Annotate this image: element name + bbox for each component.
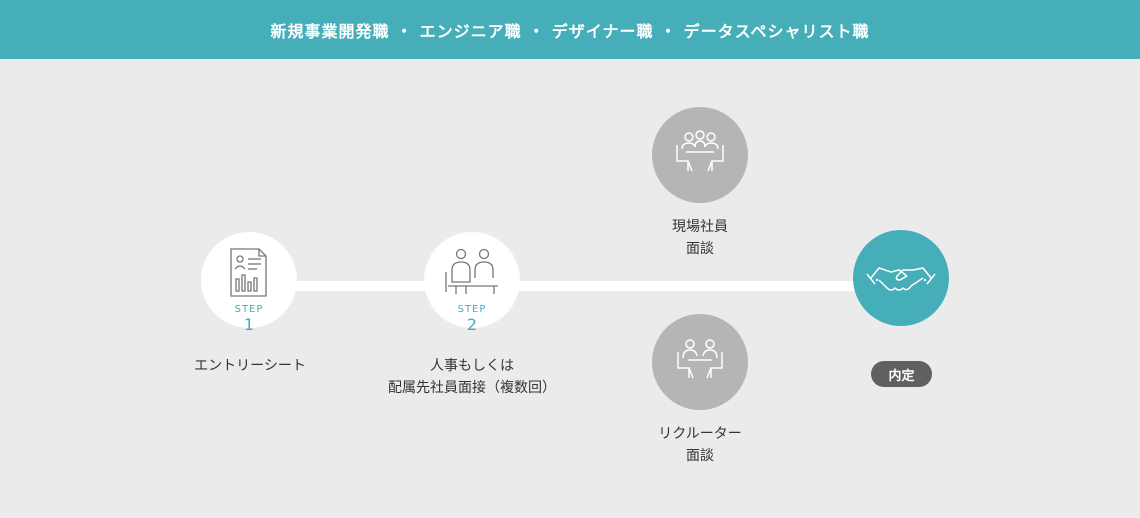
step-2-text: 人事もしくは 配属先社員面接（複数回） xyxy=(360,355,584,399)
connector-line-1 xyxy=(290,281,430,291)
lower-branch-text-line-1: リクルーター xyxy=(658,426,742,442)
upper-branch-text-line-2: 面談 xyxy=(686,241,714,257)
step-2-text-line-2: 配属先社員面接（複数回） xyxy=(388,380,556,396)
step-1-label: STEP xyxy=(234,304,264,315)
document-chart-icon xyxy=(230,248,267,297)
upper-branch-text-line-1: 現場社員 xyxy=(672,219,728,235)
step-1-circle: STEP 1 xyxy=(201,232,297,334)
connector-line-2 xyxy=(515,281,860,291)
lower-branch-text-line-2: 面談 xyxy=(686,448,714,464)
step-2-text-line-1: 人事もしくは xyxy=(430,358,514,374)
header-title: 新規事業開発職 ・ エンジニア職 ・ デザイナー職 ・ データスペシャリスト職 xyxy=(270,21,870,41)
upper-branch-text: 現場社員 面談 xyxy=(640,216,760,260)
step-2-circle: STEP 2 xyxy=(424,232,520,334)
step-1-text: エントリーシート xyxy=(194,358,306,374)
final-circle xyxy=(853,230,949,326)
team-meeting-icon xyxy=(676,130,724,172)
one-on-one-icon xyxy=(677,339,723,379)
step-1-number: 1 xyxy=(243,315,255,334)
upper-branch-circle xyxy=(652,107,748,203)
step-2-label: STEP xyxy=(457,304,487,315)
interview-icon xyxy=(445,248,498,294)
final-badge: 内定 xyxy=(871,361,932,387)
handshake-icon xyxy=(866,267,936,291)
step-2-number: 2 xyxy=(466,315,478,334)
lower-branch-text: リクルーター 面談 xyxy=(640,423,760,467)
header-banner: 新規事業開発職 ・ エンジニア職 ・ デザイナー職 ・ データスペシャリスト職 xyxy=(0,0,1140,59)
lower-branch-circle xyxy=(652,314,748,410)
